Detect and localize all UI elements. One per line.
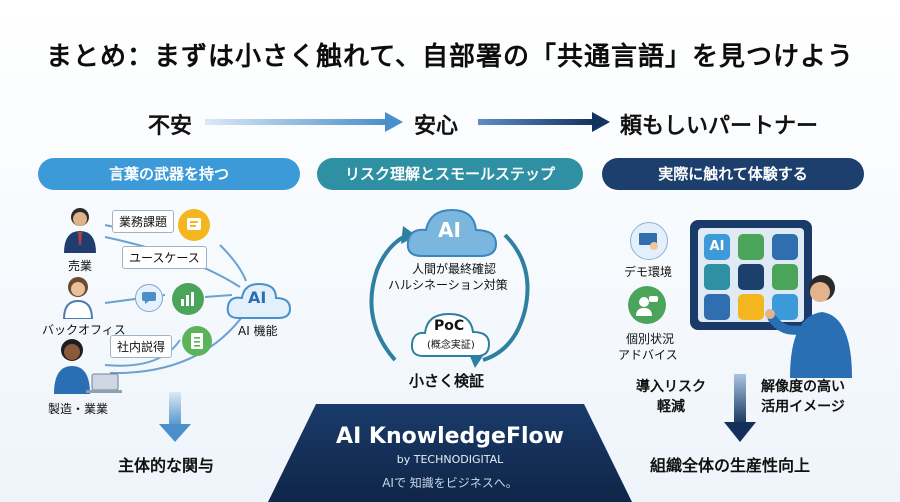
person-manufacturing-icon [54, 339, 122, 394]
tag-business-issue: 業務課題 [112, 210, 175, 233]
demo-screen-icon [630, 222, 668, 260]
tablet-check-tile-icon [738, 294, 764, 320]
poc-subtitle: (概念実証) [427, 340, 475, 351]
right-down-arrow [724, 374, 756, 442]
pill-word-weapon: 言葉の武器を持つ [38, 158, 300, 190]
role-label-backoffice: バックオフィス [42, 323, 126, 337]
tablet-gear-tile-icon [772, 234, 798, 260]
pill-risk-smallstep: リスク理解とスモールステップ [317, 158, 583, 190]
role-label-sales: 売業 [68, 259, 93, 273]
risk-reduction-line1: 導入リスク [636, 379, 706, 395]
advisor-icon [628, 286, 666, 324]
org-productivity-label: 組織全体の生産性向上 [650, 456, 811, 475]
ai-cloud-icon [226, 282, 292, 319]
poc-title: PoC [434, 318, 465, 334]
advice-label: アドバイス [618, 348, 678, 362]
human-final-check-label: 人間が最終確認 [412, 262, 497, 276]
tag-internal-persuasion: 社内説得 [110, 335, 173, 358]
person-backoffice-icon [62, 277, 94, 319]
tablet-ai-tile: AI [704, 234, 730, 260]
hallucination-countermeasure-label: ハルシネーション対策 [388, 278, 508, 292]
pill-hands-on: 実際に触れて体験する [602, 158, 864, 190]
left-connectors [104, 222, 247, 375]
bar-chart-icon [172, 283, 204, 315]
stage-relief: 安心 [414, 114, 459, 139]
document-chat-icon [178, 209, 210, 241]
tablet-chart-tile-icon [704, 264, 730, 290]
arrow-anxiety-to-relief [205, 112, 403, 132]
stage-anxiety: 不安 [148, 114, 193, 139]
chat-bubble-icon [135, 284, 163, 312]
person-sales-icon [64, 208, 96, 253]
person-touching-tablet-icon [765, 275, 852, 378]
checklist-icon [182, 326, 212, 356]
brand-tagline: AIで 知識をビジネスへ。 [382, 476, 518, 490]
role-label-manufacturing: 製造・業業 [48, 402, 109, 416]
poc-cloud-icon [410, 312, 491, 357]
tablet-doc-tile-icon [738, 264, 764, 290]
arrow-relief-to-partner [478, 112, 610, 132]
clear-image-line1: 解像度の高い [761, 379, 845, 395]
brand-panel [268, 404, 632, 502]
small-verification-label: 小さく検証 [409, 372, 485, 390]
clear-image-line2: 活用イメージ [761, 399, 845, 415]
ai-cloud-label: AI [248, 288, 267, 307]
tablet-tools-tile-icon [772, 264, 798, 290]
clear-image-block: 解像度の高い 活用イメージ [748, 376, 858, 416]
page-title: まとめ：まずは小さく触れて、自部署の「共通言語」を見つけよう [46, 42, 854, 72]
brand-by: by TECHNODIGITAL [396, 453, 504, 466]
risk-reduction-block: 導入リスク 軽減 [626, 376, 716, 416]
individual-situation-label: 個別状況 [626, 332, 675, 346]
tablet-device: AI [690, 220, 812, 330]
proactive-involvement-label: 主体的な関与 [118, 456, 215, 475]
brand-name: AI KnowledgeFlow [336, 424, 564, 449]
center-cloud-ai-label: AI [438, 218, 461, 242]
tablet-settings-tile-icon [738, 234, 764, 260]
center-ai-cloud-icon [406, 208, 498, 257]
tablet-cog-tile-icon [704, 294, 730, 320]
left-down-arrow [159, 392, 191, 442]
tag-usecase: ユースケース [122, 246, 207, 269]
risk-reduction-line2: 軽減 [657, 399, 685, 415]
tablet-screen: AI [698, 228, 804, 322]
stage-partner: 頼もしいパートナー [620, 114, 819, 139]
demo-environment-label: デモ環境 [624, 265, 673, 279]
tablet-more-tile-icon [772, 294, 798, 320]
ai-function-label: AI 機能 [238, 324, 278, 338]
